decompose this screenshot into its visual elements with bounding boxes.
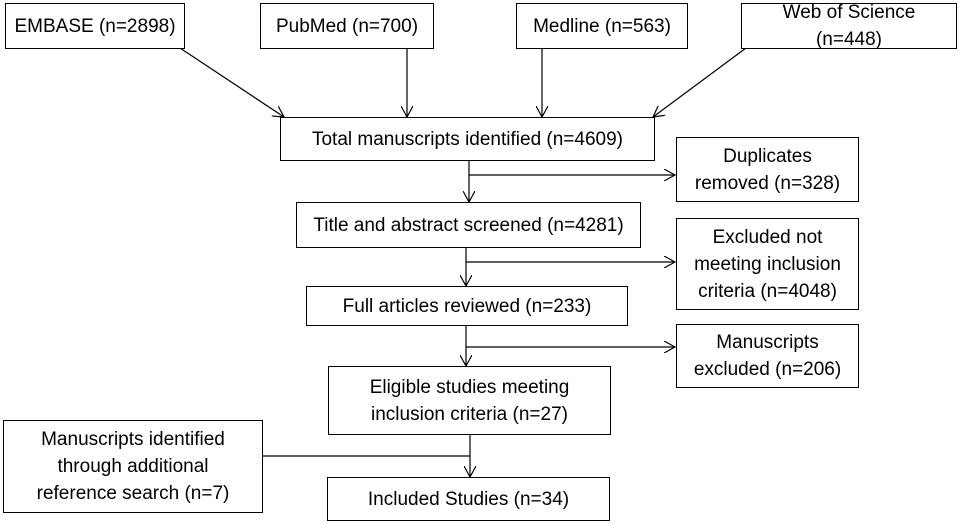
source-pubmed-label: PubMed (n=700) [275,15,419,37]
excluded-not-meeting-label: Excluded not meeting inclusion criteria … [694,226,841,302]
total-identified-box: Total manuscripts identified (n=4609) [280,117,655,161]
duplicates-removed-label: Duplicates removed (n=328) [694,145,841,194]
manuscripts-excluded-box: Manuscripts excluded (n=206) [676,324,859,388]
eligible-label: Eligible studies meeting inclusion crite… [369,376,570,425]
screened-box: Title and abstract screened (n=4281) [296,202,641,248]
total-identified-label: Total manuscripts identified (n=4609) [311,128,624,150]
arrow-wos-total [653,47,747,117]
source-pubmed: PubMed (n=700) [260,3,434,49]
source-wos-label: Web of Science (n=448) [782,2,916,50]
duplicates-removed-box: Duplicates removed (n=328) [676,137,859,202]
eligible-box: Eligible studies meeting inclusion crite… [328,366,611,435]
screened-label: Title and abstract screened (n=4281) [313,214,624,236]
full-reviewed-label: Full articles reviewed (n=233) [342,295,592,317]
included-box: Included Studies (n=34) [327,477,610,521]
additional-search-label: Manuscripts identified through additiona… [36,429,230,504]
source-medline-label: Medline (n=563) [533,15,671,37]
additional-search-box: Manuscripts identified through additiona… [3,420,263,513]
source-medline: Medline (n=563) [516,3,688,49]
arrow-embase-total [179,47,284,117]
manuscripts-excluded-label: Manuscripts excluded (n=206) [693,332,842,380]
full-reviewed-box: Full articles reviewed (n=233) [306,286,628,326]
included-label: Included Studies (n=34) [367,488,570,510]
source-embase-label: EMBASE (n=2898) [14,15,176,37]
source-embase: EMBASE (n=2898) [5,3,185,49]
source-web-of-science: Web of Science (n=448) [741,2,957,50]
excluded-not-meeting-box: Excluded not meeting inclusion criteria … [676,218,859,310]
